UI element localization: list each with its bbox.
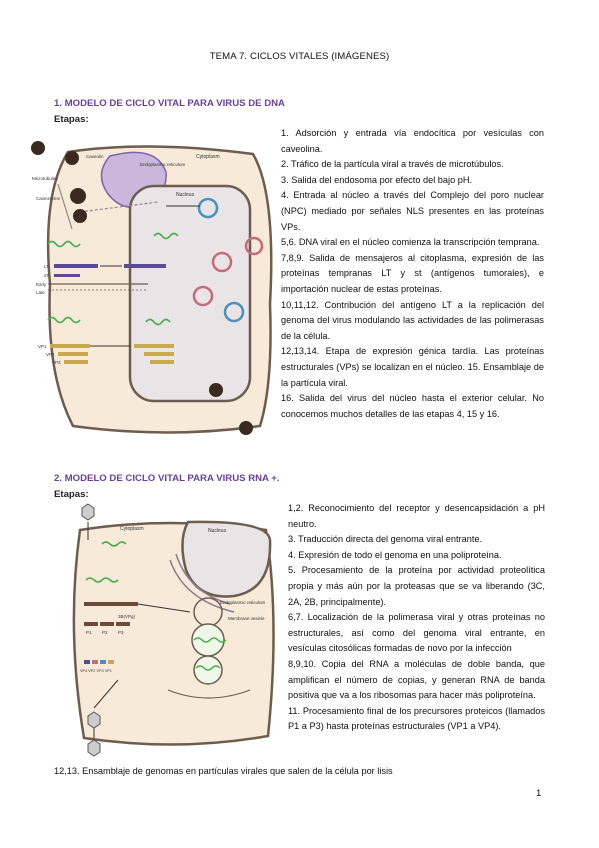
vp1-label: VP1 — [38, 344, 47, 349]
section1-text: 1. Adsorción y entrada vía endocítica po… — [281, 128, 544, 419]
late-label: Late — [36, 290, 45, 295]
vpg-label: 3B(VPg) — [118, 614, 136, 619]
rna-nucleus-label: Nucleus — [208, 528, 227, 534]
cytoplasm-label: Cytoplasm — [196, 154, 220, 160]
page-title: TEMA 7. CICLOS VITALES (IMÁGENES) — [209, 51, 390, 62]
vp3-label: VP3 — [52, 360, 61, 365]
section2-etapas-label: Etapas: — [54, 489, 89, 500]
section2-bottom-line: 12,13. Ensamblaje de genomas en partícul… — [54, 766, 393, 776]
caveolin-label: Caveolin — [86, 154, 104, 159]
st-label: sT — [44, 273, 49, 278]
microtubules-label: Microtubules — [32, 176, 58, 181]
p3-label: P3 — [118, 630, 124, 635]
caveosome-label: Caveosome — [36, 196, 61, 201]
early-label: Early — [36, 282, 47, 287]
section2-heading: 2. MODELO DE CICLO VITAL PARA VIRUS RNA … — [54, 473, 280, 484]
section2-text: 1,2. Reconocimiento del receptor y desen… — [288, 503, 545, 732]
section1-etapas-label: Etapas: — [54, 114, 89, 125]
vp2-label: VP2 — [46, 352, 55, 357]
p2-label: P2 — [102, 630, 108, 635]
er-label: Endoplasmic reticulum — [140, 162, 186, 167]
vp-labels: VP4 VP2 VP3 VP1 — [80, 669, 112, 673]
nucleus-label: Nucleus — [176, 192, 195, 198]
page-number: 1 — [536, 788, 542, 799]
lt-label: LT — [44, 264, 49, 269]
dna-virus-lifecycle-figure: Caveolin Endoplasmic reticulum Cytoplasm… — [28, 134, 278, 444]
membrane-vesicle-label: Membrane vesicle — [228, 616, 265, 621]
rna-virus-lifecycle-figure: Cytoplasm Nucleus Endoplasmic reticulum … — [58, 500, 282, 770]
p1-label: P1 — [86, 630, 92, 635]
rna-er-label: Endoplasmic reticulum — [220, 600, 266, 605]
rna-cytoplasm-label: Cytoplasm — [120, 526, 144, 532]
section1-heading: 1. MODELO DE CICLO VITAL PARA VIRUS DE D… — [54, 98, 285, 109]
